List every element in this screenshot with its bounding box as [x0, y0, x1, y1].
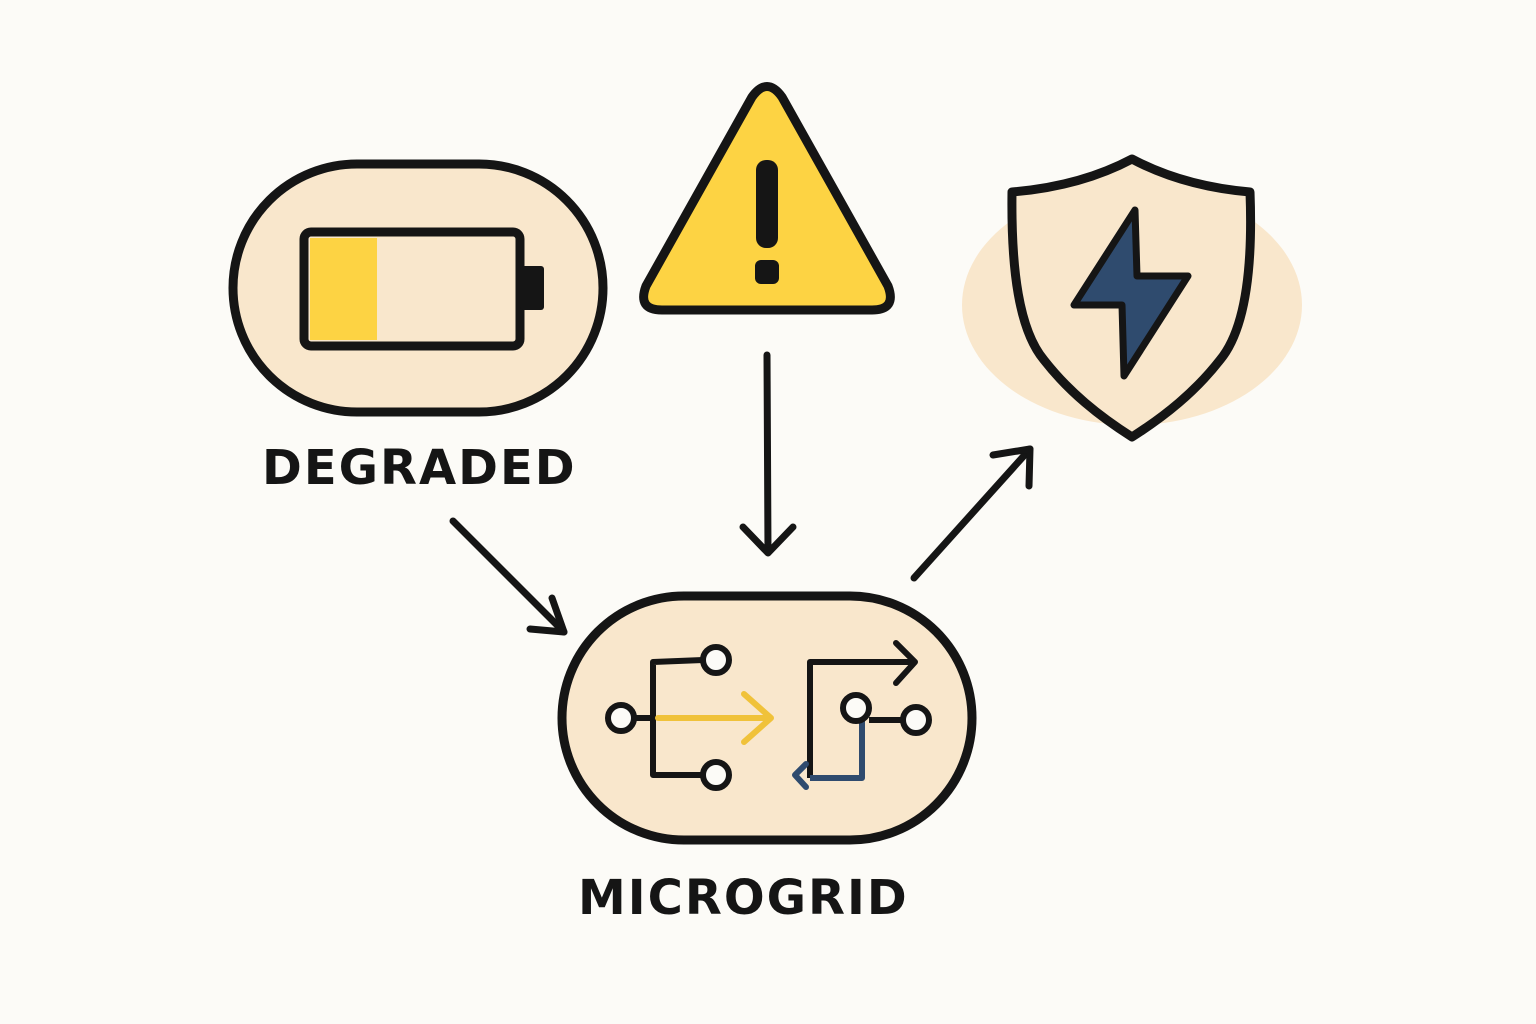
warning-triangle-icon	[639, 82, 895, 315]
warning-exclamation-dot	[755, 260, 779, 284]
circuit-branch-bracket	[650, 657, 704, 778]
circuit-network-icon	[605, 640, 932, 791]
circuit-output-arrowhead	[893, 640, 918, 686]
circuit-output-line	[807, 659, 912, 778]
battery-terminal	[520, 266, 544, 310]
battery-node	[228, 159, 608, 417]
circuit-node-top	[700, 644, 732, 676]
battery-charge-level	[310, 238, 377, 340]
circuit-feedback-arrowhead	[792, 761, 809, 790]
lightning-bolt-icon	[1070, 206, 1192, 380]
battery-node-label: DEGRADED	[262, 440, 577, 496]
circuit-feedback-line	[810, 720, 865, 781]
microgrid-node	[557, 591, 977, 845]
warning-exclamation-bar	[756, 160, 778, 248]
microgrid-node-label: MICROGRID	[578, 870, 909, 926]
power-flow-arrow	[655, 691, 774, 745]
arrow-battery-to-microgrid	[449, 517, 568, 636]
circuit-node-left	[605, 702, 637, 734]
circuit-node-bottom	[700, 759, 732, 791]
circuit-node-center	[840, 692, 872, 724]
arrow-warning-to-microgrid	[739, 351, 797, 557]
arrow-microgrid-to-shield	[910, 445, 1034, 582]
circuit-node-right	[900, 704, 932, 736]
battery-low-icon	[299, 227, 544, 351]
shield-node	[962, 154, 1302, 442]
